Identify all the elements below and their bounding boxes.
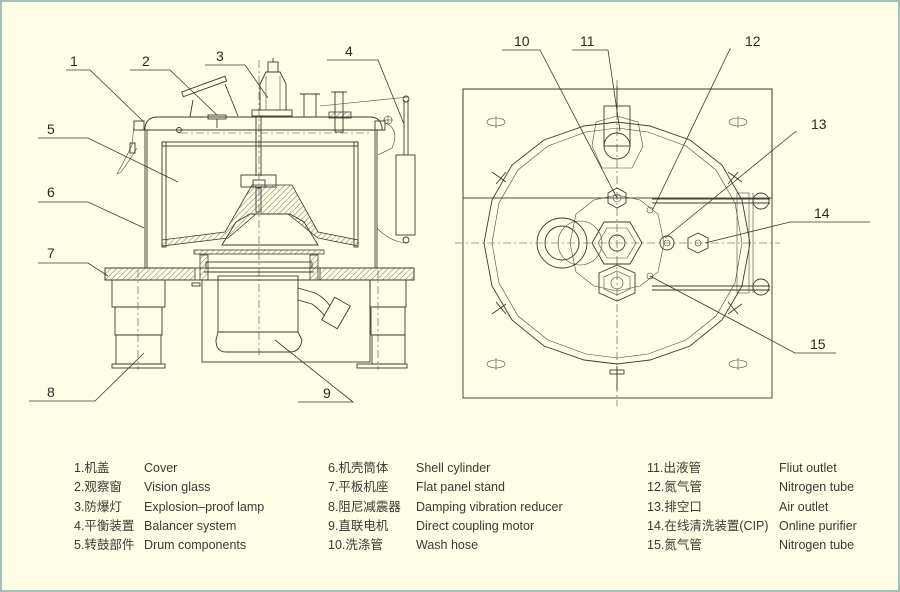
legend-cn: 5.转鼓部件 (74, 538, 135, 553)
drum-components (161, 141, 359, 248)
legend-en: Vision glass (144, 480, 211, 495)
legend-item: 12.氮气管 Nitrogen tube (647, 478, 854, 497)
legend-en: Air outlet (779, 499, 829, 514)
legend-item: 11.出液管 Fliut outlet (647, 459, 837, 478)
callout-13: 13 (811, 116, 827, 132)
legend-en: Wash hose (416, 538, 479, 553)
callout-1: 1 (70, 53, 78, 69)
legend-en: Cover (144, 461, 178, 475)
anchor-bolts (486, 116, 748, 370)
legend-cn: 15.氮气管 (647, 538, 702, 553)
legend-cn: 4.平衡装置 (74, 518, 135, 533)
legend-cn: 7.平板机座 (328, 480, 389, 495)
legend-item: 3.防爆灯 Explosion–proof lamp (74, 498, 264, 517)
legend-en: Nitrogen tube (779, 538, 855, 553)
legend-item: 13.排空口 Air outlet (647, 498, 828, 517)
legend-en: Balancer system (144, 518, 237, 533)
legend-column-2: 6.机壳筒体 Shell cylinder 7.平板机座 Flat panel st… (328, 459, 563, 555)
legend-column-1: 1.机盖 Cover 2.观察窗 Vision glass 3.防爆灯 Explosi… (74, 459, 264, 555)
legend-cn: 14.在线清洗装置(CIP) (647, 518, 769, 533)
top-view (455, 80, 780, 406)
legend-cn: 10.洗涤管 (328, 538, 383, 553)
legend-item: 15.氮气管 Nitrogen tube (647, 536, 854, 555)
callout-leaders (29, 48, 870, 403)
legend-en: Direct coupling motor (416, 518, 535, 533)
direct-coupling-motor (191, 275, 371, 363)
legend-en: Drum components (144, 538, 247, 553)
legend-item: 6.机壳筒体 Shell cylinder (328, 459, 490, 478)
callout-12: 12 (745, 33, 761, 49)
cover (133, 116, 386, 134)
cover-latches (491, 171, 743, 390)
callout-5: 5 (47, 121, 55, 137)
legend-cn: 8.阻尼减震器 (328, 499, 401, 514)
legend-en: Fliut outlet (779, 461, 837, 475)
legend-item: 5.转鼓部件 Drum components (74, 536, 246, 555)
legend-en: Damping vibration reducer (416, 499, 563, 514)
callout-3: 3 (216, 48, 224, 64)
callout-2: 2 (142, 53, 150, 69)
legend-cn: 12.氮气管 (647, 480, 702, 495)
legend-cn: 1.机盖 (74, 461, 110, 475)
legend-en: Shell cylinder (416, 461, 491, 475)
callout-numbers: 1 2 3 4 5 6 7 8 9 10 11 12 13 14 15 (47, 33, 830, 401)
legend-cn: 13.排空口 (647, 499, 702, 514)
legend-cn: 11.出液管 (647, 461, 701, 475)
damping-vibration-reducer (111, 270, 408, 370)
callout-9: 9 (323, 385, 331, 401)
flat-panel-stand (104, 249, 415, 281)
side-section-view (104, 58, 416, 370)
legend-item: 1.机盖 Cover (74, 459, 177, 478)
legend-item: 14.在线清洗装置(CIP) Online purifier (647, 517, 857, 536)
explosion-proof-lamp (251, 58, 293, 117)
callout-6: 6 (47, 184, 55, 200)
legend-cn: 9.直联电机 (328, 518, 389, 533)
legend-item: 7.平板机座 Flat panel stand (328, 478, 505, 497)
legend-column-3: 11.出液管 Fliut outlet 12.氮气管 Nitrogen tube 1… (647, 459, 857, 555)
callout-10: 10 (514, 33, 530, 49)
legend-en: Online purifier (779, 518, 857, 533)
legend-cn: 2.观察窗 (74, 480, 122, 495)
legend-en: Flat panel stand (416, 480, 505, 495)
callout-4: 4 (345, 43, 353, 59)
legend-cn: 6.机壳筒体 (328, 461, 389, 475)
shell-cylinder (144, 130, 378, 268)
legend-cn: 3.防爆灯 (74, 499, 122, 514)
legend-item: 8.阻尼减震器 Damping vibration reducer (328, 498, 563, 517)
legend-item: 9.直联电机 Direct coupling motor (328, 517, 534, 536)
legend-item: 10.洗涤管 Wash hose (328, 536, 478, 555)
callout-7: 7 (47, 245, 55, 261)
legend-en: Nitrogen tube (779, 480, 855, 495)
legend-en: Explosion–proof lamp (144, 499, 265, 514)
vision-glass (181, 75, 239, 128)
callout-11: 11 (580, 33, 595, 49)
callout-15: 15 (810, 336, 826, 352)
legend-item: 4.平衡装置 Balancer system (74, 517, 236, 536)
callout-8: 8 (47, 384, 55, 400)
legend-item: 2.观察窗 Vision glass (74, 478, 210, 497)
callout-14: 14 (814, 205, 830, 221)
